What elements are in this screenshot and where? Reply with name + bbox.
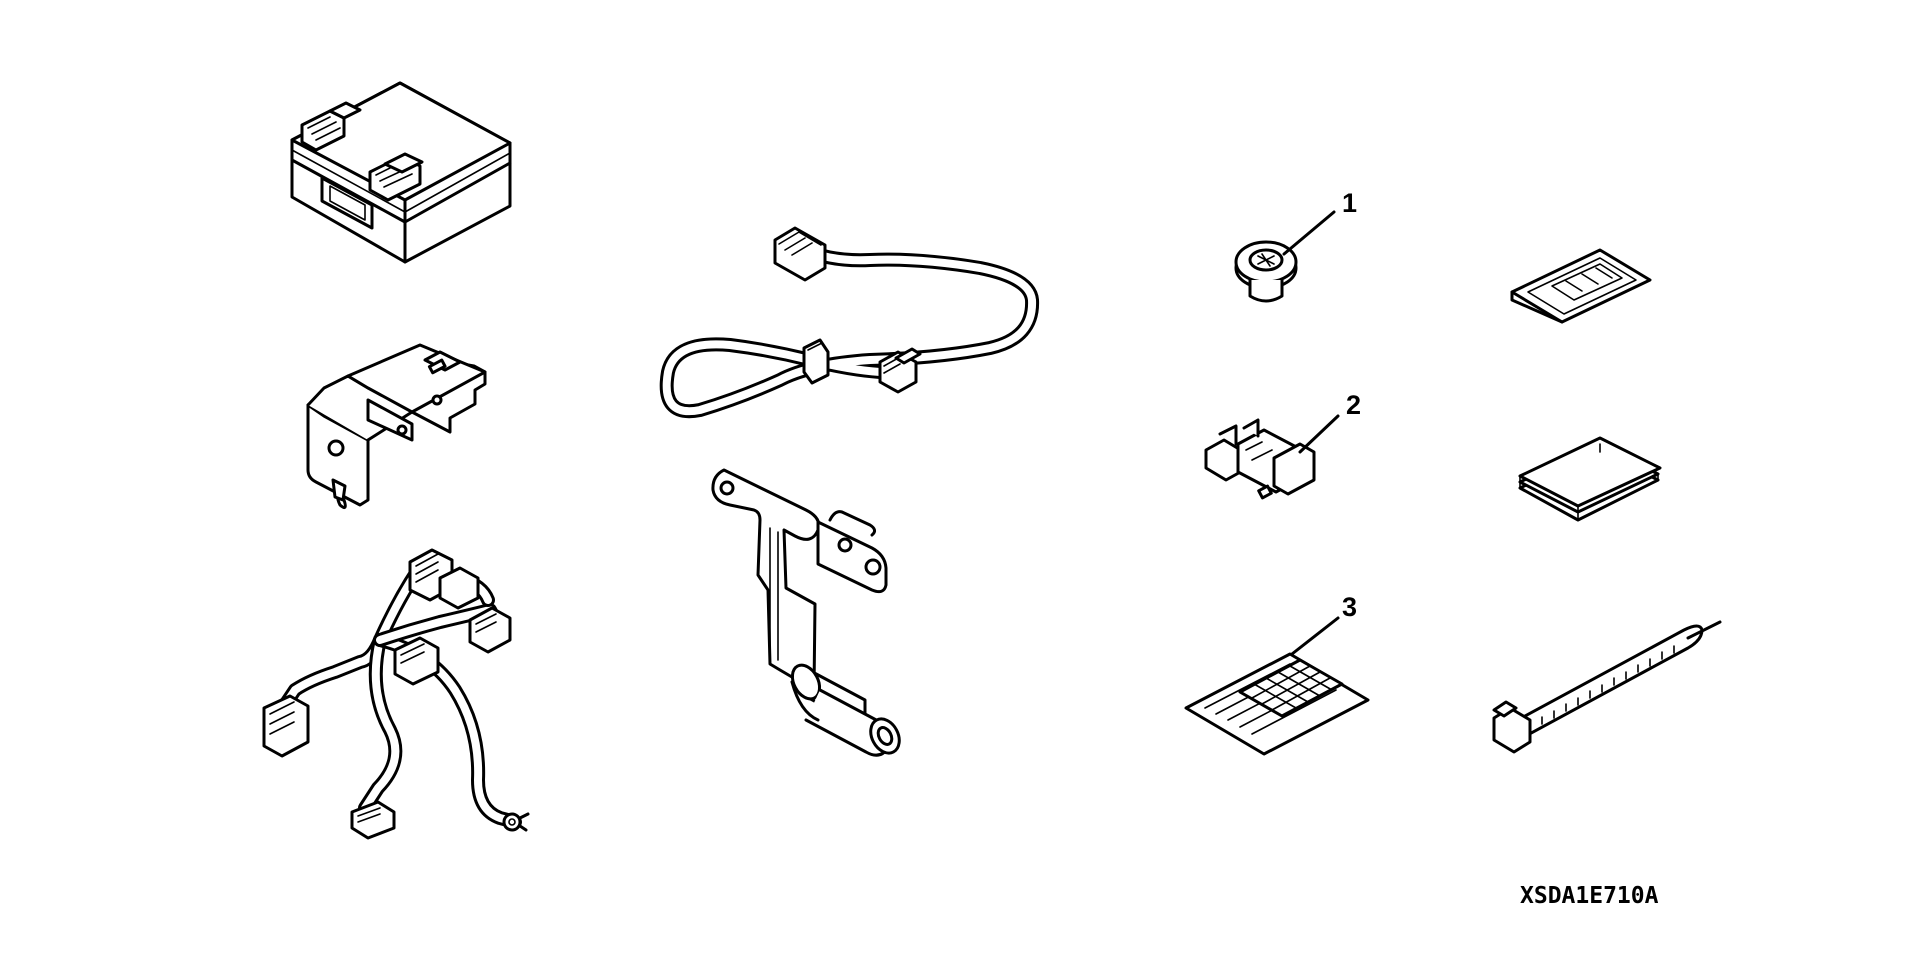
fuse-part-2[interactable] xyxy=(1204,414,1340,500)
bracket[interactable] xyxy=(306,343,487,510)
callout-2: 2 xyxy=(1346,390,1362,420)
label-sheet-part-3[interactable] xyxy=(1184,616,1370,756)
foam-pad[interactable] xyxy=(1510,248,1652,324)
control-unit[interactable] xyxy=(290,81,512,264)
instruction-booklet[interactable] xyxy=(1518,436,1662,522)
lead-wire[interactable] xyxy=(659,226,1040,419)
sensor-bracket[interactable] xyxy=(711,468,905,758)
cable-tie[interactable] xyxy=(1492,620,1722,754)
callout-1: 1 xyxy=(1342,188,1358,218)
reference-code: XSDA1E710A xyxy=(1520,883,1659,909)
wire-harness[interactable] xyxy=(262,548,530,840)
clip-part-1[interactable] xyxy=(1234,210,1336,303)
callout-3: 3 xyxy=(1342,592,1358,622)
